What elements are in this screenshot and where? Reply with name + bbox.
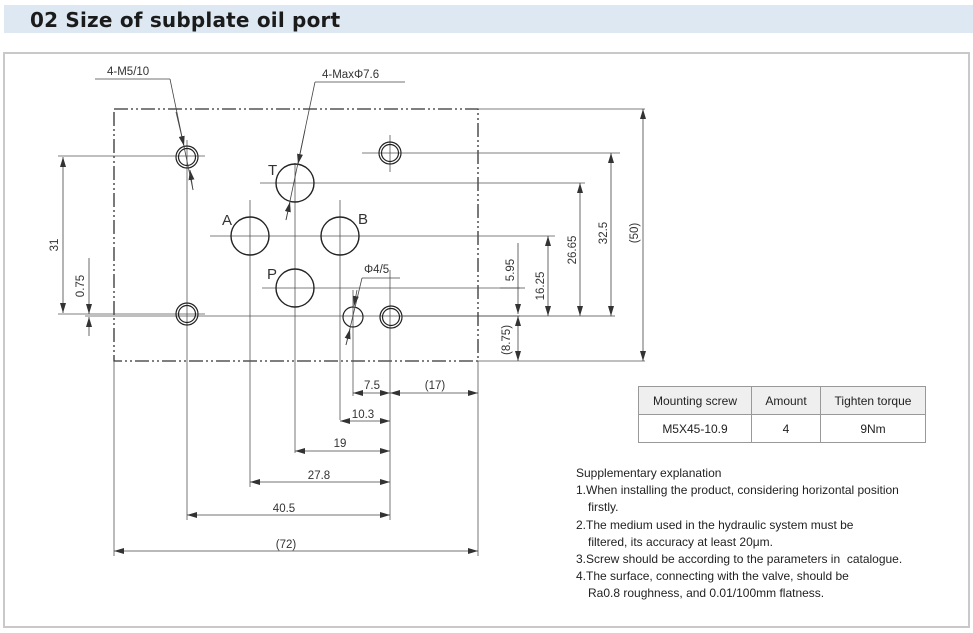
leader-arrows — [175, 111, 359, 346]
port-label-B: B — [358, 211, 368, 228]
header-tighten-torque: Tighten torque — [820, 386, 926, 415]
bolt-hole-top-left — [175, 145, 199, 169]
dim-5-95: 5.95 — [505, 259, 517, 281]
pin-hole — [342, 306, 364, 328]
screw-table: Mounting screw Amount Tighten torque M5X… — [638, 386, 926, 443]
dim-17: (17) — [425, 380, 446, 392]
header-mounting-screw: Mounting screw — [638, 386, 752, 415]
screw-table-header: Mounting screw Amount Tighten torque — [638, 386, 926, 415]
dim-19: 19 — [334, 438, 347, 450]
bolt-hole-bottom-left — [175, 302, 199, 326]
note-line: filtered, its accuracy at least 20μm. — [588, 534, 773, 549]
port-label-P: P — [267, 266, 277, 283]
port-B — [320, 216, 360, 256]
note-line: 3.Screw should be according to the param… — [576, 552, 903, 567]
dim-26-65: 26.65 — [567, 236, 579, 265]
note-line: 4.The surface, connecting with the valve… — [576, 569, 849, 584]
vertical-dimension-lines — [60, 109, 646, 361]
port-A — [230, 216, 270, 256]
dim-40-5: 40.5 — [273, 503, 295, 515]
dim-27-8: 27.8 — [308, 470, 330, 482]
plate-outline — [113, 108, 479, 362]
bolt-hole-bottom-right — [379, 305, 403, 329]
note-line: firstly. — [588, 500, 619, 515]
dim-10-3: 10.3 — [352, 409, 374, 421]
dim-31: 31 — [49, 239, 61, 252]
note-line: 2.The medium used in the hydraulic syste… — [576, 517, 854, 532]
notes-title: Supplementary explanation — [576, 466, 722, 480]
dim-0-75: 0.75 — [75, 275, 87, 297]
header-amount: Amount — [751, 386, 821, 415]
section-header: 02 Size of subplate oil port — [4, 5, 973, 33]
dim-50: (50) — [629, 223, 641, 244]
center-lines — [58, 108, 645, 556]
port-P — [275, 268, 315, 308]
port-label-T: T — [268, 162, 277, 179]
note-line: Ra0.8 roughness, and 0.01/100mm flatness… — [588, 586, 825, 601]
dim-72: (72) — [276, 539, 297, 551]
dim-16-25: 16.25 — [535, 272, 547, 301]
cell-mounting-screw: M5X45-10.9 — [638, 414, 752, 443]
bolt-hole-top-right — [378, 141, 402, 165]
dim-7-5: 7.5 — [364, 380, 380, 392]
port-label-A: A — [222, 212, 232, 229]
section-title: 02 Size of subplate oil port — [30, 8, 341, 32]
callout-bolt-holes: 4-M5/10 — [107, 66, 149, 78]
callout-pin-hole: Φ4/5 — [364, 264, 389, 276]
callout-ports: 4-MaxΦ7.6 — [322, 69, 379, 81]
drawing-panel — [3, 52, 970, 628]
dim-32-5: 32.5 — [598, 222, 610, 244]
supplementary-notes: Supplementary explanation 1.When install… — [576, 465, 902, 603]
dim-8-75: (8.75) — [501, 325, 513, 355]
horizontal-dimension-lines — [114, 390, 478, 554]
cell-tighten-torque: 9Nm — [820, 414, 926, 443]
cell-amount: 4 — [751, 414, 821, 443]
port-T — [275, 163, 315, 203]
table-row: M5X45-10.9 4 9Nm — [638, 414, 926, 443]
note-line: 1.When installing the product, consideri… — [576, 483, 899, 498]
